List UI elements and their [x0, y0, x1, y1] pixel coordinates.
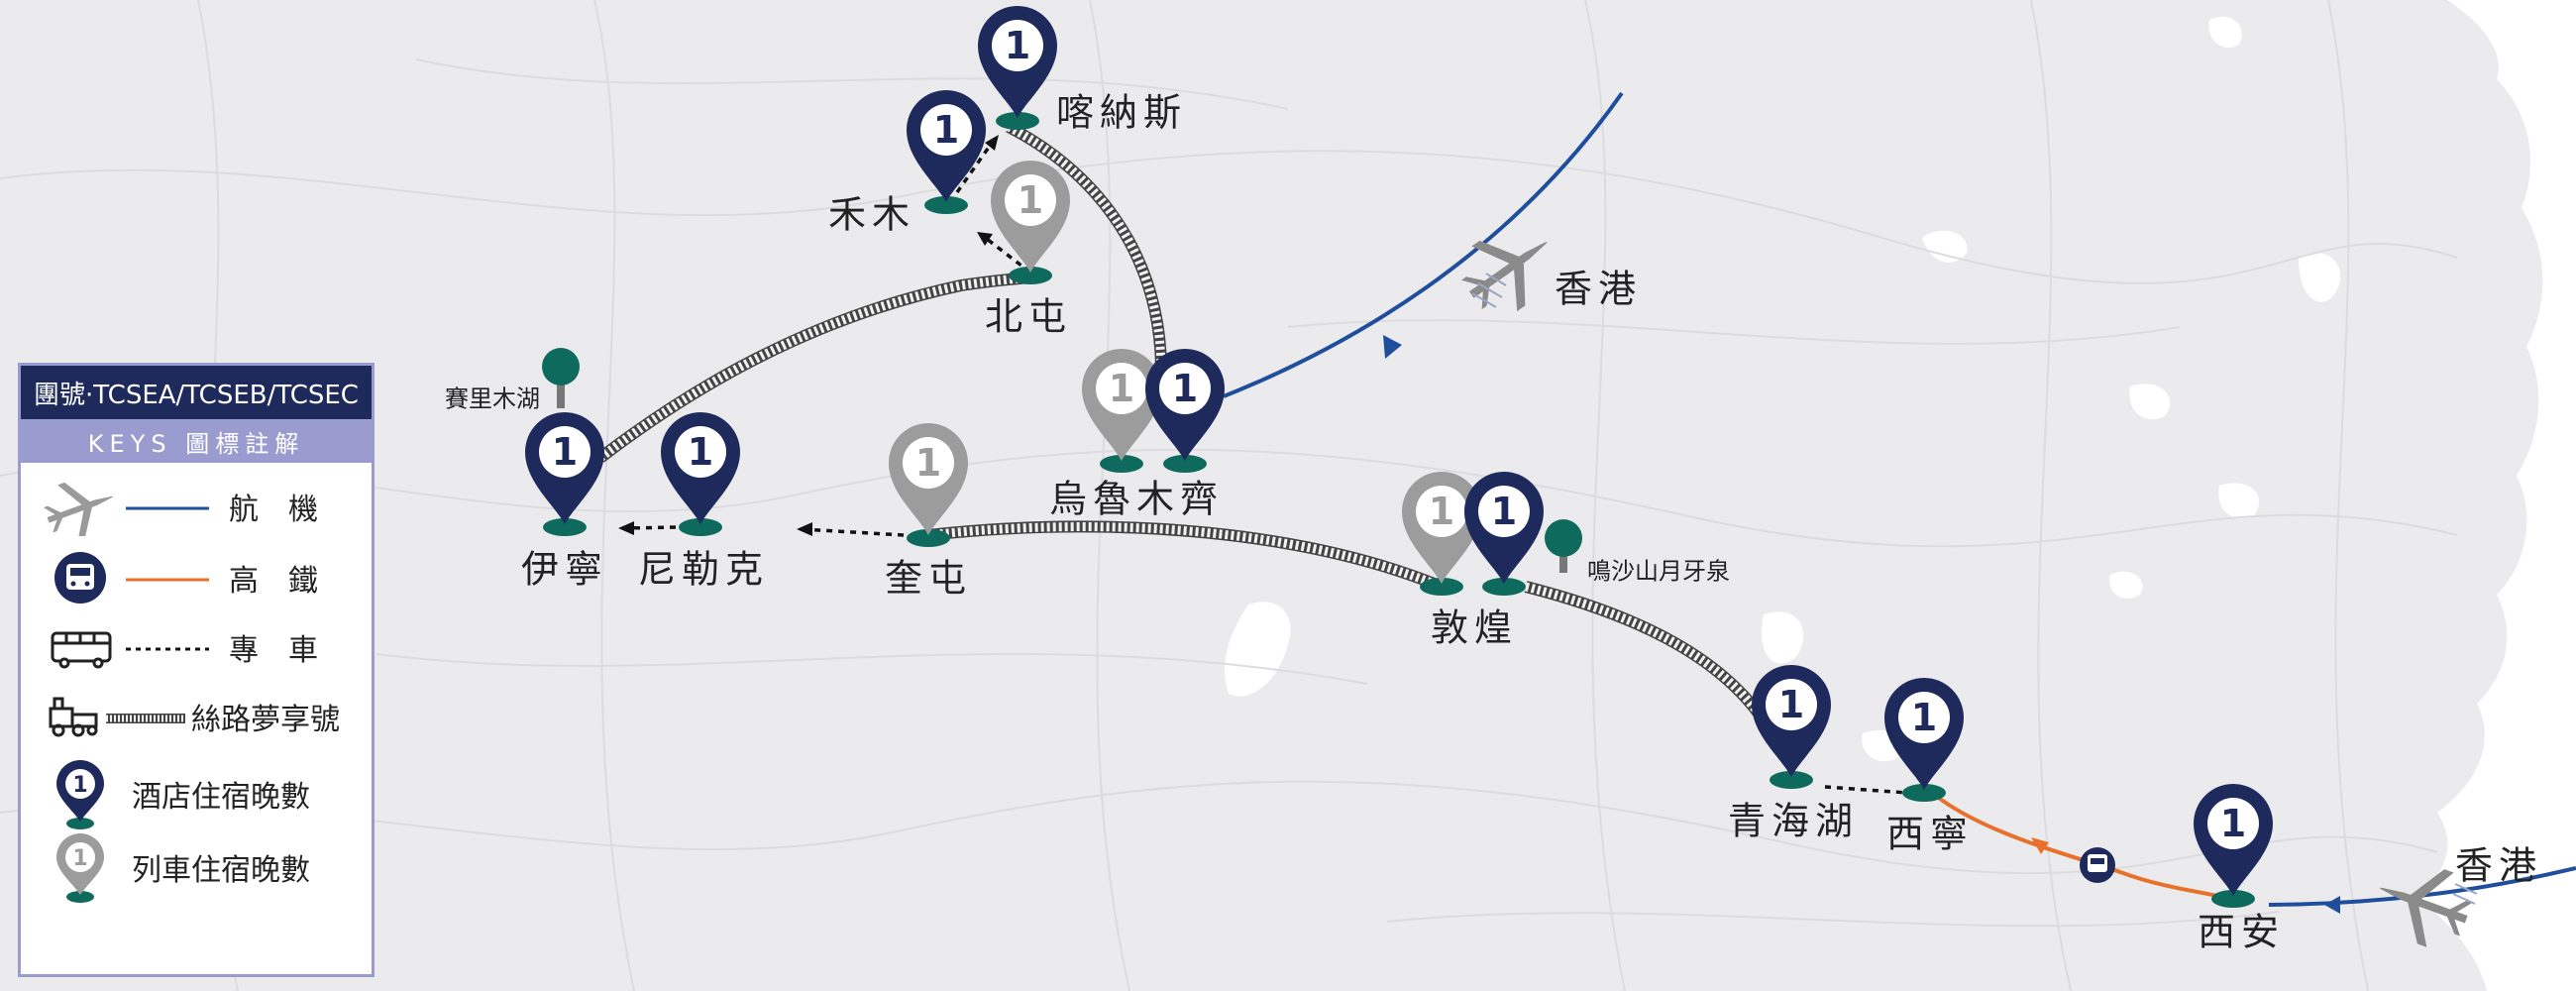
map-pin-qinghai-lake: 1 — [1752, 665, 1831, 789]
pin-number: 1 — [1005, 24, 1030, 67]
sea-area — [2417, 0, 2576, 991]
pin-number: 1 — [1491, 490, 1517, 533]
flight-arrow-bottom — [2324, 896, 2340, 914]
rail-arrow — [2031, 837, 2049, 854]
place-kanas: 喀納斯 — [1055, 90, 1188, 135]
legend-flight-icons — [38, 477, 209, 536]
place-qinghai-lake: 青海湖 — [1727, 799, 1860, 843]
pin-number: 1 — [933, 108, 959, 152]
pin-number: 1 — [1778, 683, 1804, 726]
map-pin-yining: 1 — [525, 412, 604, 536]
legend-rail-label: 高鐵 — [229, 564, 348, 599]
pin-number: 1 — [1172, 367, 1198, 410]
place-xian: 西安 — [2197, 910, 2286, 954]
rail-bus-icon — [2080, 847, 2115, 883]
place-nilka: 尼勒克 — [637, 547, 770, 592]
coach-routes — [623, 137, 1908, 795]
airplane-speed-lines-bottom — [2452, 883, 2478, 905]
legend-train-label: 絲路夢享號 — [191, 703, 340, 737]
place-hongkong-top: 香港 — [1554, 267, 1643, 311]
steam-train-icon — [49, 697, 98, 737]
lakes — [1225, 16, 2341, 762]
map-pin-kuytun: 1 — [889, 423, 968, 547]
legend-coach-label: 專車 — [229, 633, 348, 668]
legend-hotel-pin-number: 1 — [72, 773, 87, 798]
flight-route-urumqi — [1223, 91, 1624, 398]
bus-icon — [51, 631, 112, 669]
legend-panel: 團號·TCSEA/TCSEB/TCSEC KEYS 圖標註解 航機 高鐵 — [18, 363, 375, 977]
pin-number: 1 — [552, 430, 578, 474]
tree-icon-mingsha — [1545, 519, 1582, 573]
legend-row-coach: 專車 — [21, 617, 372, 677]
legend-hotel-icons: 1 — [56, 760, 104, 829]
rail-route — [1930, 791, 2240, 902]
pin-number: 1 — [915, 441, 941, 485]
legend-row-train: 絲路夢享號 — [21, 687, 372, 746]
tree-icon-sayram — [542, 348, 580, 408]
legend-hotel-label: 酒店住宿晚數 — [132, 780, 310, 815]
coach-arrows — [618, 135, 999, 536]
pin-number: 1 — [2220, 802, 2246, 845]
map-pin-hemu: 1 — [907, 90, 986, 214]
map-pin-nilka: 1 — [661, 412, 740, 536]
train-routes — [596, 121, 1764, 717]
place-hongkong-bottom: 香港 — [2454, 843, 2543, 888]
map-pin-xining: 1 — [1884, 678, 1964, 802]
legend-coach-icons — [51, 631, 209, 669]
legend-title: 團號·TCSEA/TCSEB/TCSEC — [21, 366, 372, 419]
legend-train-pin-number: 1 — [72, 846, 87, 871]
place-beitun: 北屯 — [984, 294, 1073, 339]
place-yining: 伊寧 — [520, 547, 609, 592]
pin-number: 1 — [1018, 178, 1043, 222]
road-network — [0, 0, 2458, 991]
map-pin-beitun: 1 — [991, 161, 1070, 284]
legend-train-nights-label: 列車住宿晚數 — [132, 853, 310, 888]
legend-row-rail: 高鐵 — [21, 548, 372, 607]
airplane-speed-lines-top — [1471, 273, 1507, 308]
legend-train-nights-icons: 1 — [56, 833, 104, 903]
map-pin-dunhuang-train: 1 — [1402, 472, 1481, 596]
place-kuytun: 奎屯 — [884, 556, 973, 601]
flight-arrow-top — [1383, 335, 1402, 359]
legend-row-train-nights: 1 列車住宿晚數 — [21, 831, 372, 903]
map-pin-kanas: 1 — [978, 6, 1057, 130]
airplane-icon — [38, 477, 124, 536]
legend-flight-label: 航機 — [229, 493, 348, 527]
pin-number: 1 — [1109, 367, 1134, 410]
place-mingsha: 鳴沙山月牙泉 — [1587, 557, 1730, 586]
place-dunhuang: 敦煌 — [1430, 606, 1519, 650]
legend-train-icons — [49, 697, 185, 737]
map-pin-xian: 1 — [2194, 784, 2273, 908]
legend-row-hotel: 1 酒店住宿晚數 — [21, 758, 372, 829]
place-xining: 西寧 — [1885, 812, 1975, 856]
airplane-icon-top — [1449, 209, 1570, 328]
place-urumqi: 烏魯木齊 — [1048, 477, 1225, 521]
pin-number: 1 — [1911, 696, 1937, 739]
map-pin-dunhuang-hotel: 1 — [1464, 472, 1544, 596]
place-sayram: 賽里木湖 — [445, 385, 540, 413]
flight-route-xian — [2268, 866, 2576, 907]
legend-subtitle: KEYS 圖標註解 — [21, 419, 372, 463]
pin-number: 1 — [1429, 490, 1454, 533]
pin-number: 1 — [688, 430, 713, 474]
place-hemu: 禾木 — [827, 192, 916, 237]
legend-rail-icons — [54, 552, 209, 604]
map-pin-urumqi-train: 1 — [1082, 349, 1161, 473]
map-pin-urumqi-hotel: 1 — [1145, 349, 1225, 473]
legend-row-flight: 航機 — [21, 477, 372, 536]
